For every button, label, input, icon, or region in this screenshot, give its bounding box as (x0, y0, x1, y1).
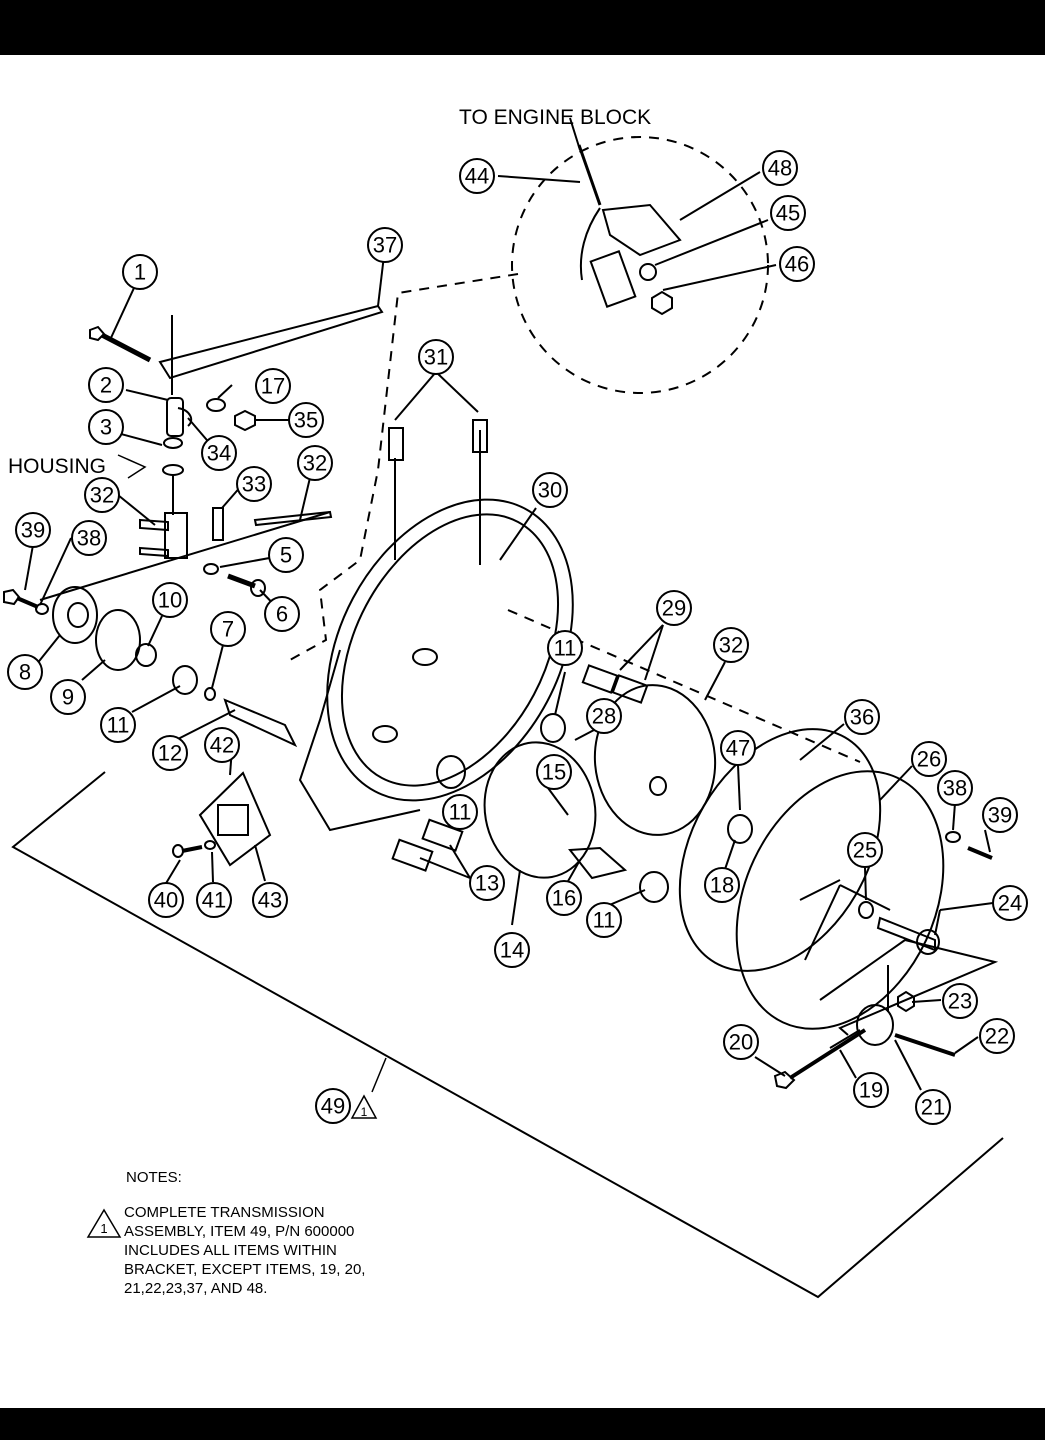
callout: 20 (729, 1030, 753, 1055)
callout: 35 (294, 408, 318, 433)
notes-text: COMPLETE TRANSMISSION ASSEMBLY, ITEM 49,… (124, 1204, 366, 1297)
callout: 42 (210, 733, 234, 758)
callout: 34 (207, 441, 231, 466)
note-warning-icon: 1 (86, 1208, 122, 1238)
callout: 19 (859, 1078, 883, 1103)
callout: 32 (719, 633, 743, 658)
callout: 8 (19, 660, 31, 685)
callout: 47 (726, 736, 750, 761)
callout: 32 (303, 451, 327, 476)
callout: 25 (853, 838, 877, 863)
callout: 9 (62, 685, 74, 710)
callout: 11 (554, 636, 577, 661)
callout: 14 (500, 938, 524, 963)
assembly-note-ref: 1 (361, 1105, 368, 1119)
callout: 24 (998, 891, 1022, 916)
callout: 5 (280, 543, 292, 568)
notes-block: NOTES: COMPLETE TRANSMISSION ASSEMBLY, I… (124, 1168, 424, 1298)
callout: 40 (154, 888, 178, 913)
callout: 7 (222, 617, 234, 642)
callout: 33 (242, 472, 266, 497)
callout: 1 (134, 260, 146, 285)
callout: 13 (475, 871, 499, 896)
callout: 21 (921, 1095, 945, 1120)
top-black-bar (0, 0, 1045, 55)
callout: 39 (988, 803, 1012, 828)
engine-bracket (601, 203, 682, 257)
callout: 11 (107, 713, 130, 738)
callout: 22 (985, 1024, 1009, 1049)
callout: 2 (100, 373, 112, 398)
callout: 15 (542, 760, 566, 785)
callout: 26 (917, 747, 941, 772)
callout: 48 (768, 156, 792, 181)
ring-gear (483, 741, 597, 879)
notes-heading: NOTES: (126, 1169, 182, 1186)
engine-detail-circle (511, 136, 769, 394)
callout: 18 (710, 873, 734, 898)
callout: 28 (592, 704, 616, 729)
svg-text:1: 1 (100, 1221, 107, 1236)
callout: 38 (943, 776, 967, 801)
callout: 39 (21, 518, 45, 543)
callout: 30 (538, 478, 562, 503)
callout: 10 (158, 588, 182, 613)
main-housing (326, 498, 574, 802)
callout: 38 (77, 526, 101, 551)
callout: 44 (465, 164, 489, 189)
callout: 31 (424, 345, 448, 370)
callout: 11 (593, 908, 616, 933)
callout: 6 (276, 602, 288, 627)
engine-block-label: TO ENGINE BLOCK (459, 106, 651, 129)
callout: 16 (552, 886, 576, 911)
callout: 11 (449, 800, 472, 825)
bottom-black-bar (0, 1408, 1045, 1440)
callout: 43 (258, 888, 282, 913)
assembly-bracket (11, 771, 1004, 1299)
callout: 17 (261, 374, 285, 399)
callout: 46 (785, 252, 809, 277)
callout: 41 (202, 888, 226, 913)
callout: 12 (158, 741, 182, 766)
housing-label: HOUSING (8, 455, 106, 478)
callout: 23 (948, 989, 972, 1014)
callout: 37 (373, 233, 397, 258)
shift-lever (158, 304, 384, 380)
assembly-callout: 49 (321, 1094, 345, 1119)
callout: 32 (90, 483, 114, 508)
callout: 3 (100, 415, 112, 440)
callout: 45 (776, 201, 800, 226)
callout: 29 (662, 596, 686, 621)
callout: 36 (850, 705, 874, 730)
